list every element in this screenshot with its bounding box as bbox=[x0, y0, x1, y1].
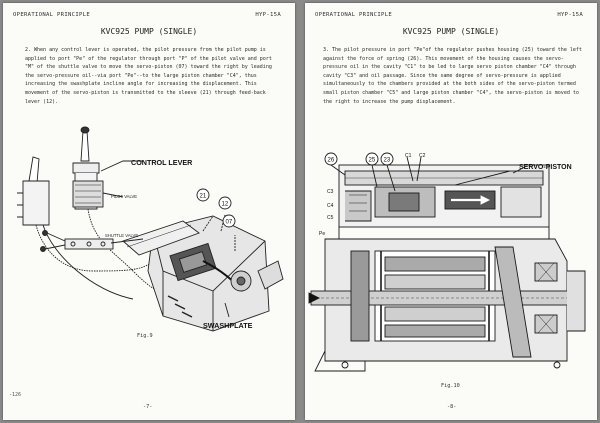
figure-caption: Fig.10 bbox=[441, 383, 460, 389]
page-number: -8- bbox=[447, 404, 457, 410]
label-c3: C3 bbox=[327, 189, 334, 195]
label-c4: C4 bbox=[327, 203, 334, 209]
callout-25: 25 bbox=[369, 158, 376, 164]
figure-9-control-lever-diagram: CONTROL LEVER PILOT VALVE SHUTTLE VALVE … bbox=[17, 126, 284, 332]
header-section: OPERATIONAL PRINCIPLE bbox=[315, 12, 393, 18]
manual-page-left: OPERATIONAL PRINCIPLE HYP-15A KVC925 PUM… bbox=[3, 3, 295, 420]
label-servo-piston: SERVO-PISTON bbox=[519, 164, 572, 171]
corner-page-mark: -126 bbox=[9, 392, 22, 398]
label-c2: C2 bbox=[419, 153, 426, 159]
page-title: KVC925 PUMP (SINGLE) bbox=[100, 27, 198, 36]
header-doc-code: HYP-15A bbox=[255, 12, 281, 18]
callout-26: 26 bbox=[328, 158, 335, 164]
callout-23: 23 bbox=[384, 158, 391, 164]
header-doc-code: HYP-15A bbox=[557, 12, 583, 18]
page-number: -7- bbox=[143, 404, 153, 410]
body-paragraph: 3. The pilot pressure in port "Pe"of the… bbox=[323, 47, 582, 105]
callout-07: 07 bbox=[226, 220, 233, 226]
label-c5: C5 bbox=[327, 215, 334, 221]
header-section: OPERATIONAL PRINCIPLE bbox=[13, 12, 91, 18]
figure-10-pump-cross-section: 26 25 23 C1 C2 C3 C4 C5 Pe SERVO-PISTON bbox=[308, 152, 586, 372]
label-swashplate: SWASHPLATE bbox=[203, 321, 253, 330]
callout-21: 21 bbox=[200, 194, 207, 200]
manual-page-right: OPERATIONAL PRINCIPLE HYP-15A KVC925 PUM… bbox=[305, 3, 597, 420]
label-control-lever: CONTROL LEVER bbox=[131, 158, 193, 167]
body-paragraph: 2. When any control lever is operated, t… bbox=[25, 47, 272, 105]
page-title: KVC925 PUMP (SINGLE) bbox=[402, 27, 500, 36]
label-pilot-valve: PILOT VALVE bbox=[111, 194, 137, 199]
label-c1: C1 bbox=[405, 153, 412, 159]
callout-12: 12 bbox=[222, 202, 229, 208]
figure-caption: Fig.9 bbox=[137, 333, 153, 339]
label-pe: Pe bbox=[319, 231, 325, 237]
label-shuttle-valve: SHUTTLE VALVE bbox=[105, 233, 138, 238]
